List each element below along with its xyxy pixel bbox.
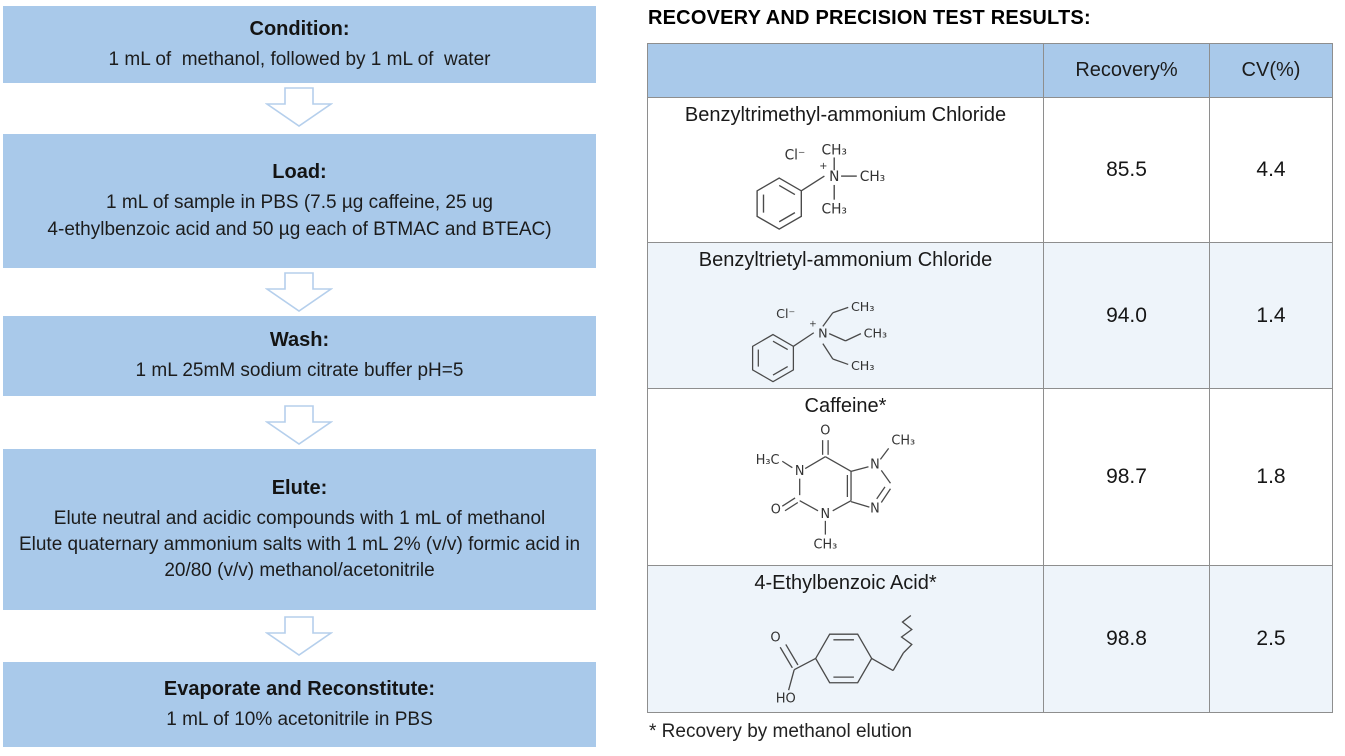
flow-step-title: Load: [272,161,327,184]
atom-label: O [770,503,780,518]
compound-name: Caffeine* [804,395,887,417]
table-header-row: Recovery% CV(%) [647,43,1333,98]
charge-label: + [809,319,817,329]
atom-label: N [818,325,827,340]
results-title: RECOVERY AND PRECISION TEST RESULTS: [648,7,1091,29]
atom-label: N [820,507,830,522]
atom-label: H₃C [755,453,779,468]
recovery-value: 98.7 [1043,388,1210,566]
down-arrow-icon [265,272,333,312]
cv-value: 4.4 [1209,97,1333,243]
atom-label: CH₃ [821,201,846,217]
flow-step-elute: Elute: Elute neutral and acidic compound… [3,449,596,610]
col-header-compound [647,43,1044,98]
col-header-recovery: Recovery% [1043,43,1210,98]
flow-step-wash: Wash: 1 mL 25mM sodium citrate buffer pH… [3,316,596,396]
table-row: Caffeine* [647,388,1333,566]
atom-label: N [794,464,804,479]
atom-label: CH₃ [864,325,887,340]
flow-step-title: Condition: [249,17,350,40]
benzyltrietyl-ammonium-chloride-structure: Cl⁻ + N CH₃ CH₃ CH₃ [751,299,887,383]
recovery-value: 98.8 [1043,565,1210,713]
table-row: Benzyltrimethyl-ammonium Chloride Cl⁻ + [647,97,1333,243]
atom-label: CH₃ [813,537,837,552]
flow-step-line: 1 mL of 10% acetonitrile in PBS [166,708,433,730]
atom-label: CH₃ [851,299,874,314]
flow-step-condition: Condition: 1 mL of methanol, followed by… [3,6,596,83]
caffeine-structure: O O H₃C N N N N CH₃ CH₃ [755,424,915,553]
flow-step-title: Wash: [269,329,330,352]
cv-value: 1.4 [1209,242,1333,389]
atom-label: CH₃ [891,434,915,449]
cv-value: 1.8 [1209,388,1333,566]
col-header-cv: CV(%) [1209,43,1333,98]
atom-label: N [870,458,880,473]
cv-value: 2.5 [1209,565,1333,713]
recovery-value: 85.5 [1043,97,1210,243]
flow-step-line: 4-ethylbenzoic acid and 50 µg each of BT… [47,218,552,240]
table-row: 4-Ethylbenzoic Acid* O [647,565,1333,713]
results-table: Recovery% CV(%) Benzyltrimethyl-ammonium… [647,43,1333,713]
flow-step-line: 1 mL 25mM sodium citrate buffer pH=5 [135,360,464,382]
flow-step-load: Load: 1 mL of sample in PBS (7.5 µg caff… [3,134,596,268]
down-arrow-icon [265,616,333,656]
atom-label: CH₃ [859,169,884,185]
compound-name: Benzyltrimethyl-ammonium Chloride [684,104,1007,126]
flow-step-title: Evaporate and Reconstitute: [163,677,436,700]
atom-label: CH₃ [821,143,846,159]
atom-label: HO [775,691,795,706]
table-footnote: * Recovery by methanol elution [649,721,912,742]
down-arrow-icon [265,87,333,127]
flow-step-title: Elute: [271,476,328,499]
compound-name: 4-Ethylbenzoic Acid* [754,572,937,594]
atom-label: N [829,169,839,185]
ethylbenzoic-acid-structure: O HO [770,615,913,706]
flow-step-evaporate: Evaporate and Reconstitute: 1 mL of 10% … [3,662,596,747]
down-arrow-icon [265,405,333,445]
compound-name: Benzyltrietyl-ammonium Chloride [698,249,993,271]
atom-label: CH₃ [851,358,874,373]
recovery-value: 94.0 [1043,242,1210,389]
atom-label: O [770,631,780,646]
flow-step-line: 1 mL of methanol, followed by 1 mL of wa… [108,48,491,70]
atom-label: Cl⁻ [776,306,795,321]
table-row: Benzyltrietyl-ammonium Chloride [647,242,1333,389]
flow-step-line: Elute quaternary ammonium salts with 1 m… [18,533,586,582]
flow-step-line: 1 mL of sample in PBS (7.5 µg caffeine, … [106,192,493,214]
atom-label: N [870,502,880,517]
charge-label: + [819,161,827,172]
atom-label: O [820,424,830,439]
flow-step-line: Elute neutral and acidic compounds with … [53,507,546,529]
atom-label: Cl⁻ [784,147,805,163]
benzyltrimethyl-ammonium-chloride-structure: Cl⁻ + N CH₃ CH₃ CH₃ [755,143,885,230]
